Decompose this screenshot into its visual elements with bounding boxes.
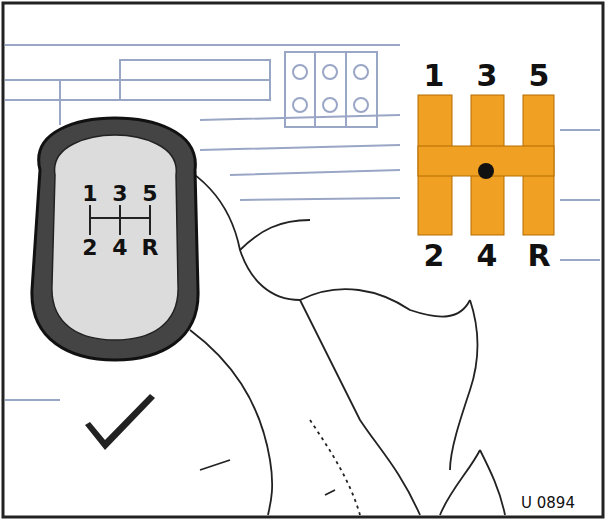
knob-gear-number: 3 [112,183,127,205]
dashboard [5,45,600,400]
gear-knob [32,118,198,360]
knob-gear-number: 4 [112,237,127,259]
gear-number: R [527,241,550,271]
knob-gear-number: 5 [142,183,157,205]
knob-gear-number: R [142,237,159,259]
knob-gear-number: 2 [82,237,97,259]
knob-gear-number: 1 [82,183,97,205]
gear-number: 4 [477,241,498,271]
shift-gate-pattern [418,95,554,235]
frame [3,3,603,517]
neutral-dot [478,163,494,179]
gear-number: 3 [477,61,498,91]
knob-shift-pattern [90,205,150,235]
gear-number: 1 [424,61,445,91]
gear-number: 2 [424,241,445,271]
check-mark [85,394,155,450]
gear-number: 5 [529,61,550,91]
figure-code: U 0894 [521,496,575,511]
